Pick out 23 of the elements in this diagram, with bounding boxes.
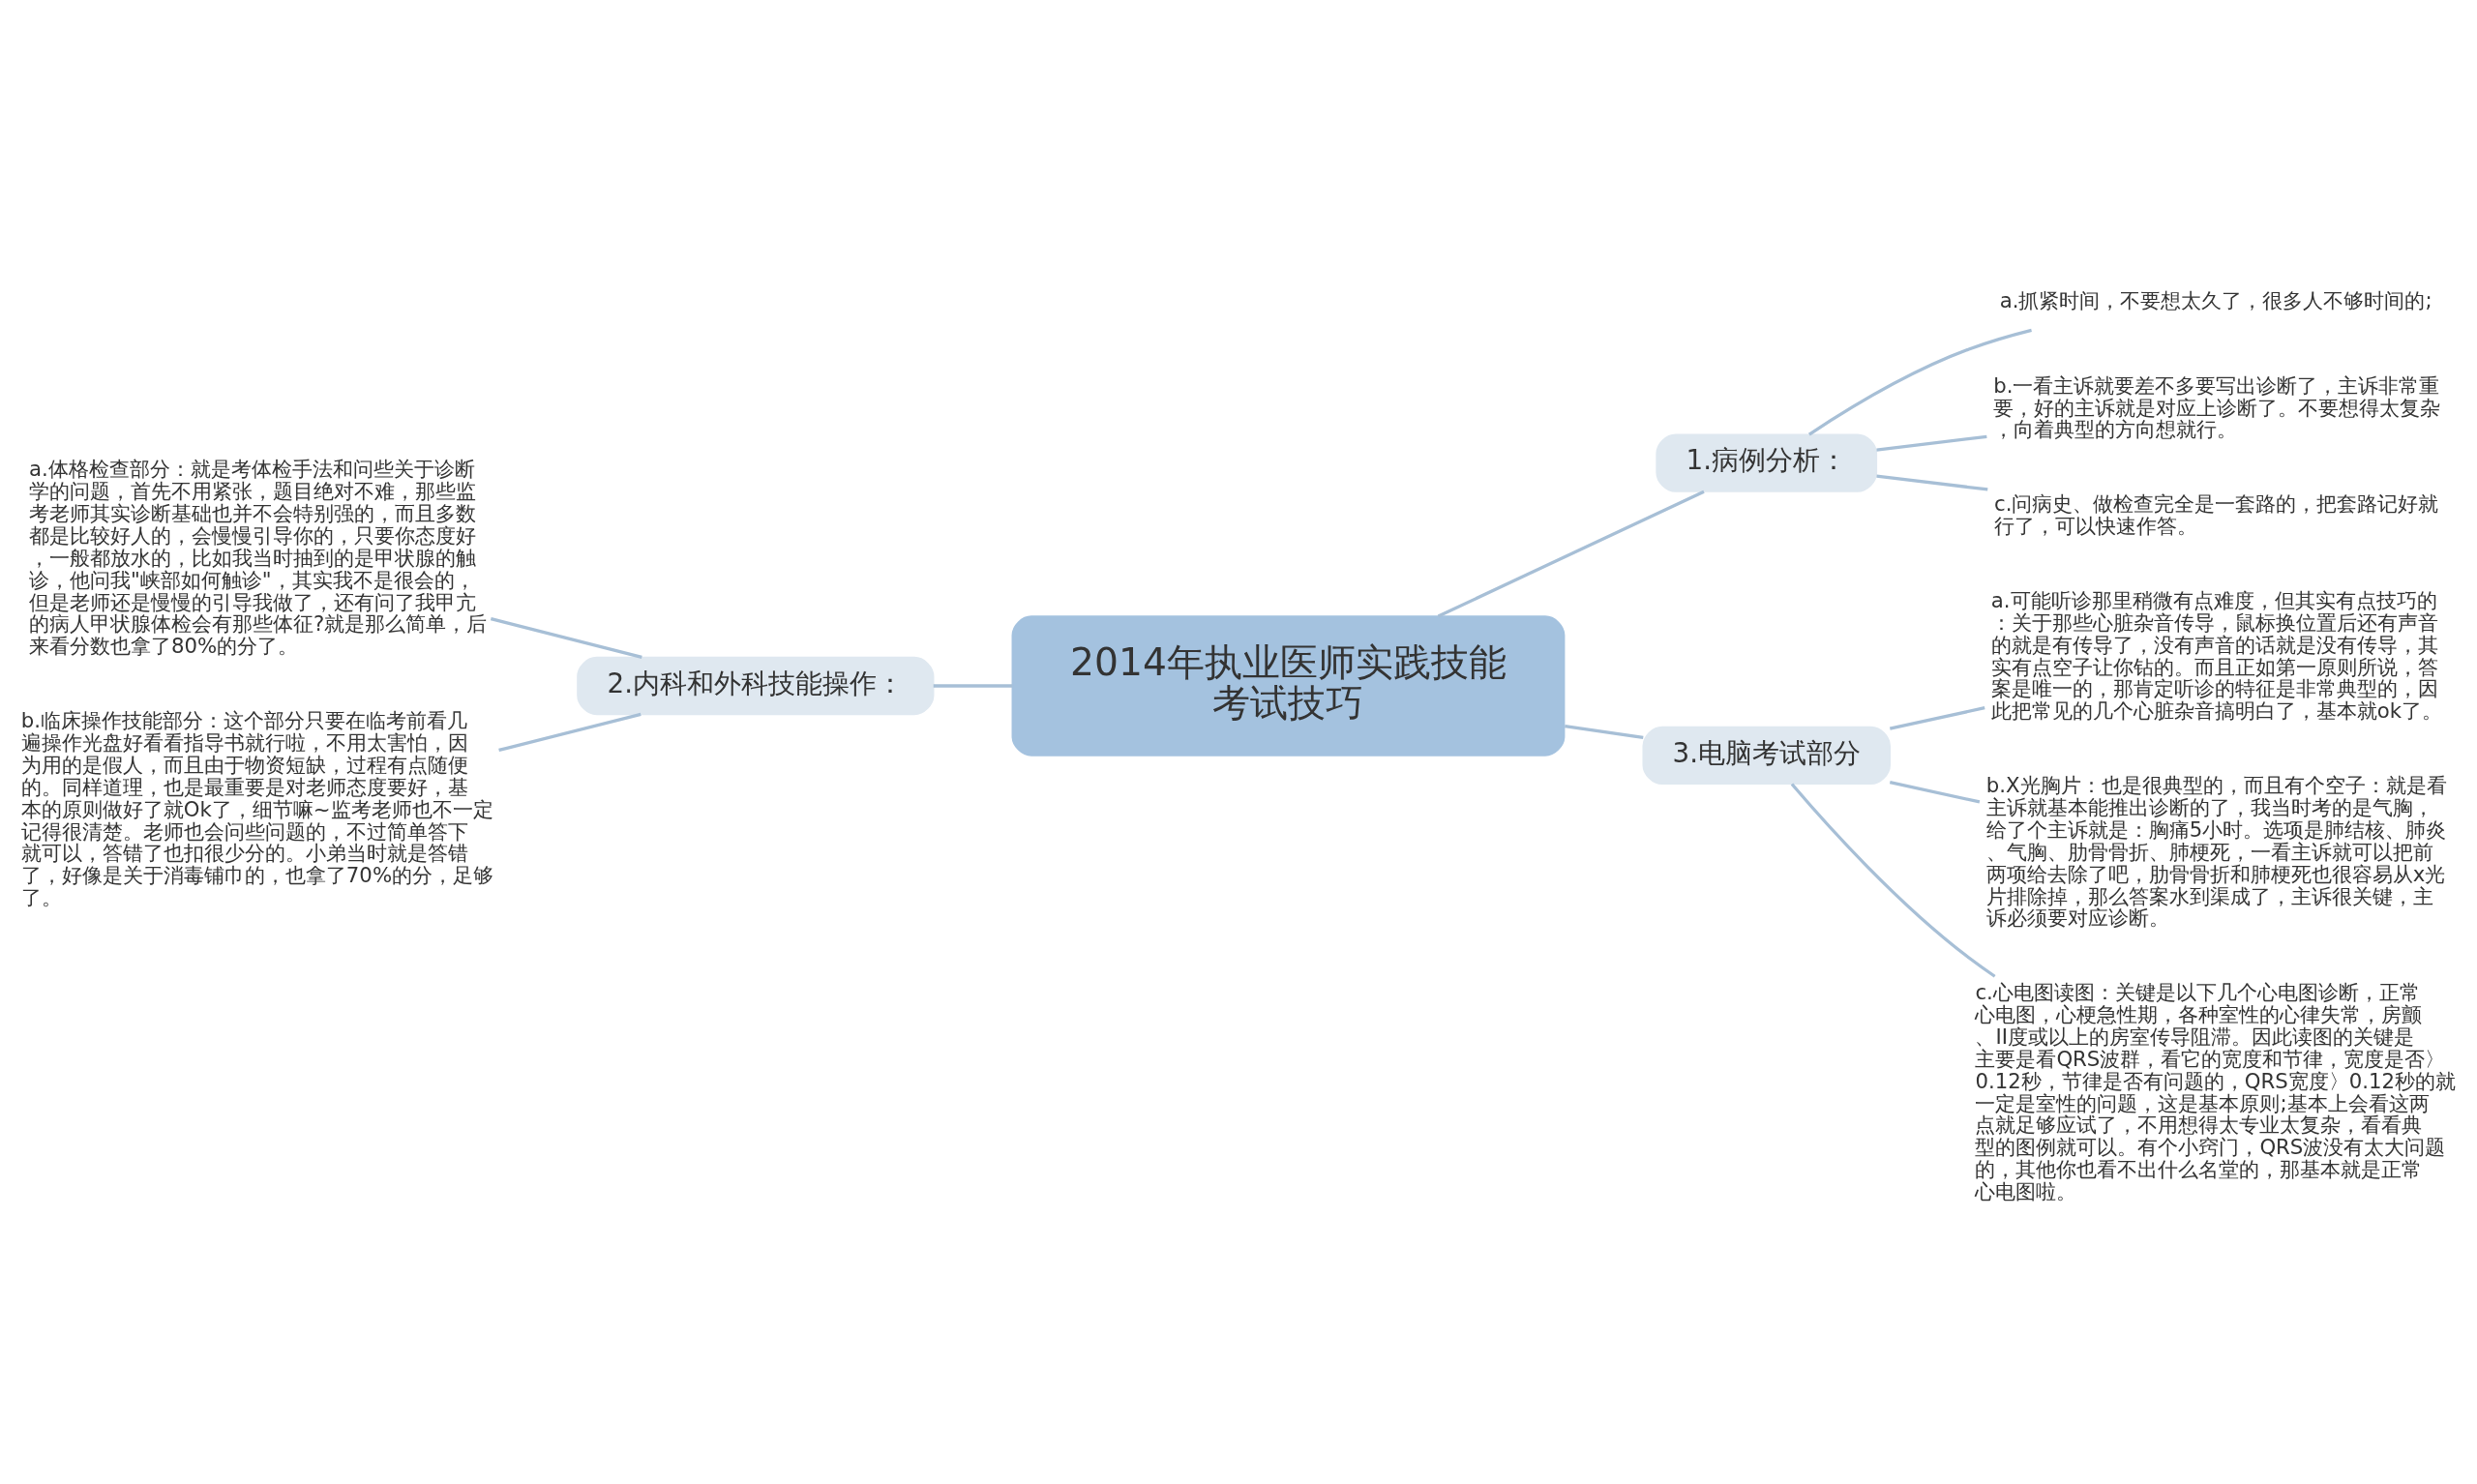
connector	[498, 712, 642, 752]
node-text: c.心电图读图：关键是以下几个心电图诊断，正常心电图，心梗急性期，各种室性的心律失常，房颤、II度或以上的房室传导阻滞。因此读图的关键是主要是看QRS波群，看它的宽度和节律，宽度是否〉0.12秒，节律是否有问题的，QRS宽度〉0.12秒的就一定是室性的问题，这是基本原则;基本上会看这两点就足够应试了，不用想得太专业太复杂，看看典型的图例就可以。有个小窍门，QRS波没有太大问题的，其他你也看不出什么名堂的，那基本就是正常心电图啦。	[1975, 980, 2456, 1204]
connector	[933, 684, 1013, 688]
node-box: 2014年执业医师实践技能考试技巧	[1011, 615, 1566, 757]
connector	[1790, 783, 1996, 978]
node-box: 1.病例分析：	[1656, 433, 1878, 492]
node-text: a.抓紧时间，不要想太久了，很多人不够时间的;	[1999, 287, 2432, 312]
connector	[490, 617, 642, 659]
node-text: a.体格检查部分：就是考体检手法和问些关于诊断学的问题，首先不用紧张，题目绝对不难，那些监考老师其实诊断基础也并不会特别强的，而且多数都是比较好人的，会慢慢引导你的，只要你态度好，一般都放水的，比如我当时抽到的是甲状腺的触诊，他问我"峡部如何触诊"，其实我不是很会的，但是老师还是慢慢的引导我做了，还有问了我甲亢的病人甲状腺体检会有那些体征?就是那么简单，后来看分数也拿了80%的分了。	[29, 457, 488, 659]
node-text: b.X光胸片：也是很典型的，而且有个空子：就是看主诉就基本能推出诊断的了，我当时考的是气胸，给了个主诉就是：胸痛5小时。选项是肺结核、肺炎、气胸、肋骨骨折、肺梗死，一看主诉就可以把前两项给去除了吧，肋骨骨折和肺梗死也很容易从x光片排除掉，那么答案水到渠成了，主诉很关键，主诉必须要对应诊断。	[1985, 773, 2447, 931]
connector	[1565, 725, 1644, 740]
connector	[1876, 474, 1988, 491]
connector	[1889, 706, 1985, 730]
node-box: 2.内科和外科技能操作：	[577, 656, 935, 716]
connector	[1808, 328, 2032, 436]
connector	[1876, 434, 1987, 452]
node-text: c.问病史、做检查完全是一套路的，把套路记好就行了，可以快速作答。	[1994, 491, 2439, 539]
node-text: b.临床操作技能部分：这个部分只要在临考前看几遍操作光盘好看看指导书就行啦，不用太害怕，因为用的是假人，而且由于物资短缺，过程有点随便的。同样道理，也是最重要是对老师态度要好，基本的原则做好了就Ok了，细节嘛~监考老师也不一定记得很清楚。老师也会问些问题的，不过简单答下就可以，答错了也扣很少分的。小弟当时就是答错了，好像是关于消毒铺巾的，也拿了70%的分，足够了。	[20, 708, 494, 910]
node-text: b.一看主诉就要差不多要写出诊断了，主诉非常重要，好的主诉就是对应上诊断了。不要想得太复杂，向着典型的方向想就行。	[1993, 372, 2441, 442]
connector	[1437, 490, 1705, 618]
node-box: 3.电脑考试部分	[1642, 726, 1891, 786]
node-text: a.可能听诊那里稍微有点难度，但其实有点技巧的：关于那些心脏杂音传导，鼠标换位置后还有声音的就是有传导了，没有声音的话就是没有传导，其实有点空子让你钻的。而且正如第一原则所说，答案是唯一的，那肯定听诊的特征是非常典型的，因此把常见的几个心脏杂音搞明白了，基本就ok了。	[1990, 587, 2443, 724]
connector	[1889, 780, 1981, 804]
